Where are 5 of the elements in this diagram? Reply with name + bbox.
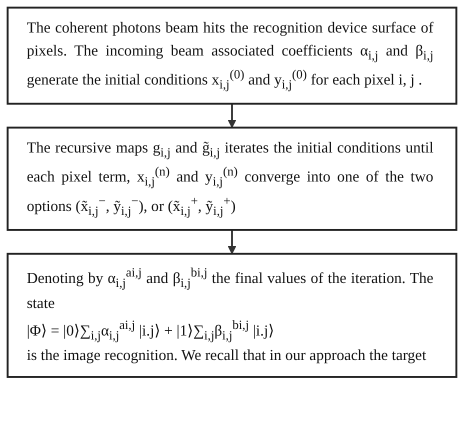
arrow [228, 104, 236, 128]
node-box: Denoting by α$_{i,j}$$^{ai,j}$ and β$_{i,j}$$^{bi,j}$ the final values of the iteration. The state |Φ⟩ = |0⟩∑$_{i,j}$α$_{i,j}$$^{ai,j}$ |i.j⟩ + |1⟩∑$_{i,j}$β$_{i,j}$$^{bi,j}$ |i.j⟩ is the image recognition. We recall that in our approach the target [6, 252, 458, 378]
node-box: The coherent photons beam hits the recognition device surface of pixels. The incoming beam associated coefficients α$_{i,j}$ and β$_{i,j}$ generate the initial conditions x$_{i,j}$$^{(0)}$ and y$_{i,j}$$^{(0)}$ for each pixel i, j . [6, 6, 458, 105]
node-box: The recursive maps g$_{i,j}$ and g̃$_{i,j}$ iterates the initial conditions until each pixel term, x$_{i,j}$$^{(n)}$ and y$_{i,j}$$^{(n)}$ converge into one of the two options (x̃$_{i,j}$$^{−}$, ỹ$_{i,j}$$^{−}$), or (x̃$_{i,j}$$^{+}$, ỹ$_{i,j}$$^{+}$) [6, 126, 458, 231]
arrow [228, 230, 236, 254]
